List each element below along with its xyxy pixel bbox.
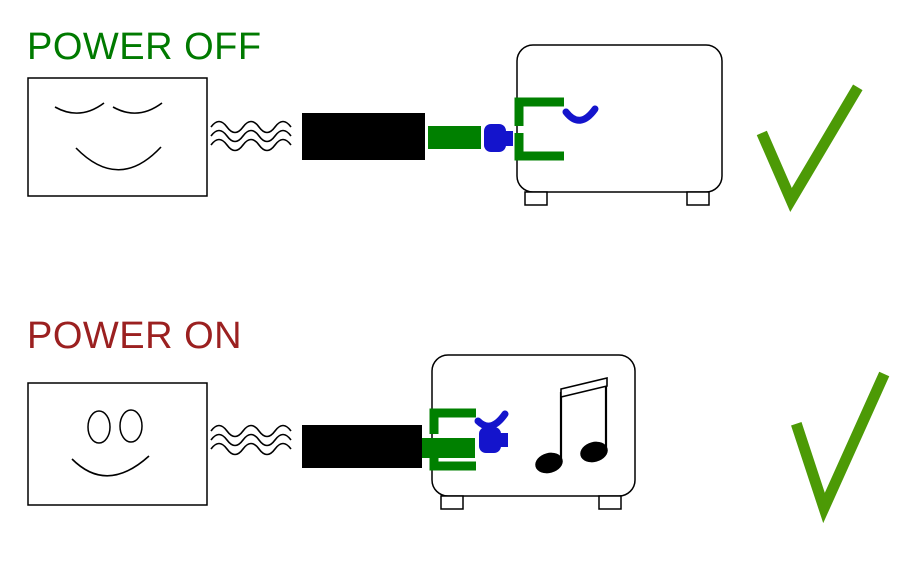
plug-tip-nub: [503, 131, 513, 146]
checkmark-icon-off: [756, 84, 863, 213]
socket-arm-bottom: [429, 447, 476, 471]
note-head-left: [535, 452, 563, 474]
face-box: [27, 77, 208, 197]
power-cable-icon: [210, 120, 292, 152]
socket-arm-top: [429, 408, 476, 434]
device-body: [431, 354, 636, 497]
cable-wave-3: [210, 442, 292, 456]
plug-tip-blue-icon: [484, 124, 513, 152]
plug-connector-green-icon: [428, 126, 481, 149]
device-foot-right: [598, 495, 622, 510]
device-foot-right: [686, 191, 710, 206]
cable-wave-2: [210, 129, 292, 143]
plug-body-icon: [302, 113, 425, 160]
cable-wave-1: [210, 120, 292, 134]
blue-swoosh-icon: [562, 105, 599, 124]
smile-mouth-icon: [71, 455, 150, 477]
blue-swoosh-icon: [474, 410, 509, 430]
plug-tip-body: [479, 427, 501, 453]
open-eye-right-icon: [119, 409, 143, 443]
smile-mouth-icon: [75, 146, 162, 171]
closed-eye-right-icon: [112, 102, 163, 114]
happy-face-icon: [27, 382, 208, 506]
plug-tip-blue-icon: [479, 427, 508, 453]
plug-tip-nub: [498, 433, 508, 447]
socket-arm-bottom: [514, 133, 564, 161]
power-off-row: POWER OFF: [27, 26, 863, 213]
cable-wave-1: [210, 424, 292, 438]
device-socket-icon: [514, 97, 564, 161]
power-on-title: POWER ON: [27, 315, 242, 357]
power-on-row: POWER ON: [27, 315, 890, 524]
closed-eye-left-icon: [54, 102, 105, 114]
device-body: [516, 44, 723, 193]
socket-arm-top: [514, 97, 564, 126]
radio-device-icon: [516, 44, 723, 206]
sleeping-face-icon: [27, 77, 208, 197]
note-head-right: [580, 441, 608, 463]
plug-tip-body: [484, 124, 506, 152]
device-foot-left: [440, 495, 464, 510]
power-cable-icon: [210, 424, 292, 456]
power-off-title: POWER OFF: [27, 26, 262, 68]
plug-body-icon: [302, 425, 422, 468]
face-box: [27, 382, 208, 506]
cable-wave-3: [210, 138, 292, 152]
cable-wave-2: [210, 433, 292, 447]
open-eye-left-icon: [87, 410, 111, 444]
device-socket-icon: [429, 408, 476, 471]
device-foot-left: [524, 191, 548, 206]
checkmark-icon-on: [791, 371, 890, 524]
note-beam: [560, 376, 608, 399]
music-notes-icon: [535, 376, 608, 474]
